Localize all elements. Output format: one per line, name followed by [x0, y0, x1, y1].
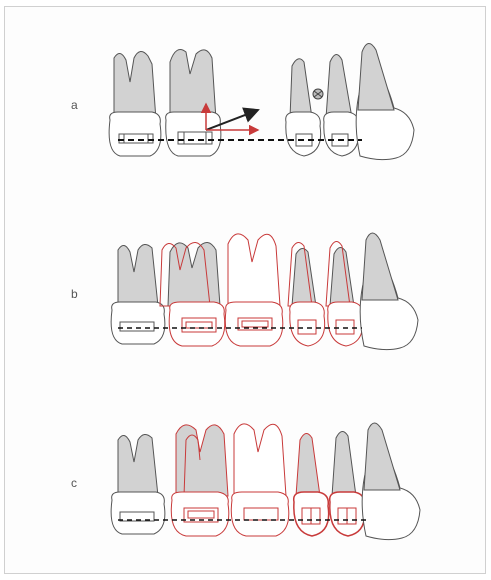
- premolar-b1: [288, 242, 325, 346]
- panel-a: [109, 43, 414, 159]
- molar-c3: [231, 424, 289, 536]
- canine-c: [362, 423, 420, 540]
- molar-c1: [111, 434, 165, 534]
- molar-b2: [160, 242, 225, 346]
- panel-c: [111, 423, 420, 540]
- premolar-b2: [326, 241, 363, 346]
- canine-b: [360, 233, 418, 350]
- mini-screw-icon: [313, 89, 323, 99]
- molar-b3: [225, 234, 283, 346]
- panel-b: [111, 233, 418, 350]
- premolar-a1: [286, 59, 321, 156]
- molar-b1: [111, 244, 165, 344]
- canine-a: [356, 43, 414, 159]
